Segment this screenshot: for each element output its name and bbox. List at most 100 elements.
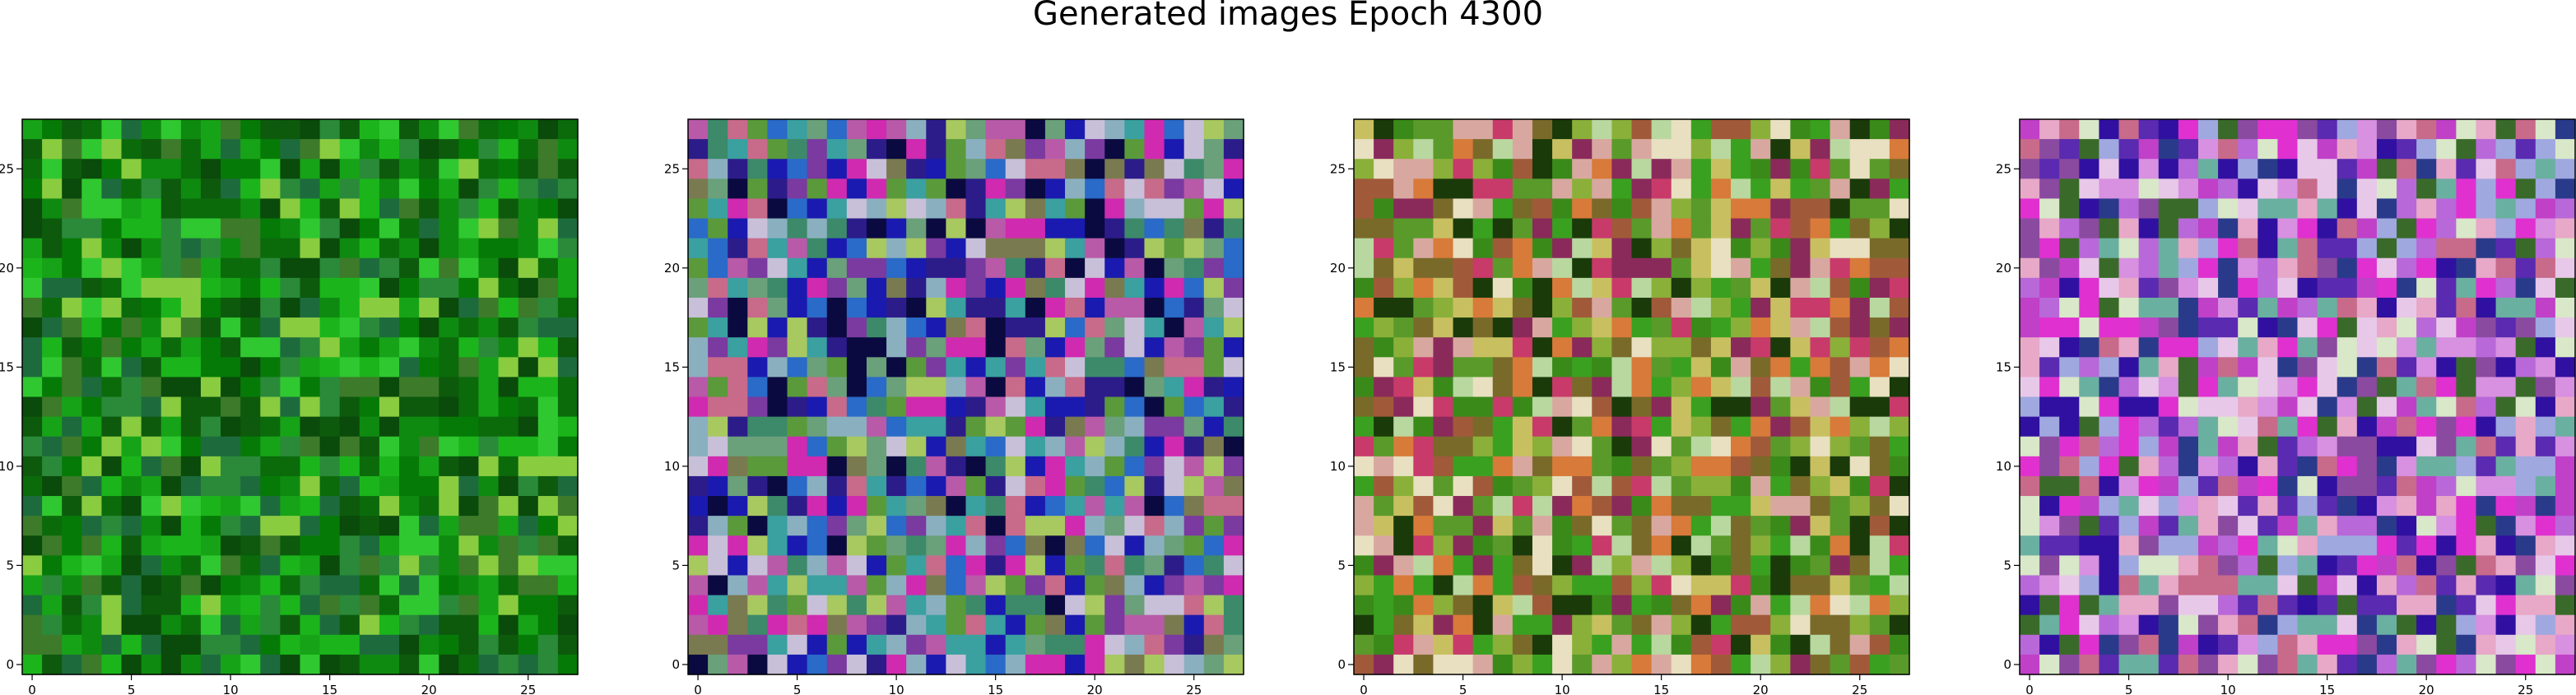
pixel-cell (359, 516, 380, 536)
pixel-cell (1005, 257, 1026, 279)
pixel-cell (2436, 377, 2457, 398)
pixel-cell (2317, 575, 2338, 596)
pixel-cell (359, 575, 380, 596)
pixel-cell (2158, 198, 2179, 220)
pixel-cell (537, 337, 559, 358)
pixel-cell (2197, 614, 2219, 636)
pixel-cell (121, 496, 142, 517)
pixel-cell (1532, 595, 1553, 616)
pixel-cell (1849, 535, 1871, 556)
pixel-cell (1183, 654, 1205, 675)
pixel-cell (767, 654, 788, 675)
pixel-cell (1690, 654, 1712, 675)
pixel-cell (200, 139, 221, 160)
pixel-cell (319, 297, 341, 318)
pixel-cell (2118, 198, 2140, 220)
pixel-cell (379, 496, 400, 517)
pixel-cell (2436, 475, 2457, 497)
pixel-cell (866, 516, 887, 536)
pixel-cell (1592, 337, 1612, 358)
pixel-cell (1849, 416, 1871, 438)
pixel-cell (728, 297, 748, 318)
pixel-cell (2059, 119, 2080, 140)
pixel-cell (1592, 277, 1612, 299)
pixel-cell (498, 257, 519, 279)
pixel-cell (240, 595, 261, 616)
pixel-cell (121, 575, 142, 596)
pixel-cell (1144, 198, 1165, 220)
pixel-cell (1453, 396, 1474, 418)
pixel-cell (1631, 475, 1653, 497)
pixel-cell (965, 475, 987, 497)
pixel-cell (101, 218, 123, 239)
pixel-cell (688, 238, 709, 259)
pixel-cell (2238, 337, 2258, 358)
pixel-cell (1751, 595, 1771, 616)
pixel-cell (42, 575, 63, 596)
pixel-cell (2277, 198, 2299, 220)
pixel-cell (1651, 436, 1672, 457)
pixel-cell (965, 198, 987, 220)
pixel-cell (1183, 218, 1205, 239)
pixel-cell (1085, 377, 1105, 398)
pixel-cell (518, 238, 539, 259)
pixel-cell (2376, 496, 2397, 517)
pixel-cell (379, 456, 400, 477)
pixel-cell (1044, 516, 1066, 536)
pixel-cell (280, 634, 301, 656)
pixel-cell (2356, 456, 2378, 477)
pixel-cell (1552, 377, 1573, 398)
pixel-cell (221, 575, 241, 596)
pixel-cell (537, 119, 559, 140)
pixel-cell (1532, 496, 1553, 517)
pixel-cell (359, 139, 380, 160)
pixel-cell (1731, 317, 1751, 338)
pixel-cell (747, 277, 769, 299)
pixel-cell (2476, 634, 2497, 656)
pixel-cell (1810, 475, 1831, 497)
pixel-cell (2218, 317, 2239, 338)
pixel-cell (1223, 277, 1244, 299)
pixel-cell (688, 555, 709, 577)
pixel-cell (160, 555, 182, 577)
pixel-cell (2079, 416, 2100, 438)
pixel-cell (2277, 555, 2299, 577)
pixel-cell (498, 475, 519, 497)
pixel-cell (1751, 337, 1771, 358)
pixel-cell (1453, 139, 1474, 160)
pixel-cell (2476, 198, 2497, 220)
pixel-cell (1592, 416, 1612, 438)
pixel-cell (946, 198, 967, 220)
pixel-cell (1203, 159, 1225, 179)
pixel-cell (965, 535, 987, 556)
pixel-cell (221, 198, 241, 220)
pixel-cell (1830, 178, 1851, 200)
pixel-cell (1631, 595, 1653, 616)
pixel-cell (537, 396, 559, 418)
pixel-cell (1124, 496, 1146, 517)
pixel-cell (807, 277, 828, 299)
pixel-cell (906, 297, 927, 318)
pixel-cell (1710, 634, 1732, 656)
pixel-cell (866, 436, 887, 457)
pixel-cell (1374, 436, 1394, 457)
pixel-cell (1223, 337, 1244, 358)
x-tick-label: 15 (322, 683, 337, 695)
pixel-cell (1790, 436, 1811, 457)
pixel-cell (886, 257, 907, 279)
pixel-cell (141, 496, 162, 517)
pixel-cell (1869, 337, 1890, 358)
pixel-cell (846, 456, 867, 477)
pixel-cell (200, 337, 221, 358)
pixel-cell (708, 396, 728, 418)
pixel-cell (1223, 396, 1244, 418)
pixel-cell (1472, 139, 1494, 160)
pixel-cell (1572, 277, 1593, 299)
pixel-cell (2456, 377, 2477, 398)
pixel-cell (2495, 396, 2517, 418)
pixel-cell (2118, 218, 2140, 239)
pixel-cell (2178, 535, 2199, 556)
pixel-cell (1144, 277, 1165, 299)
pixel-cell (1085, 337, 1105, 358)
